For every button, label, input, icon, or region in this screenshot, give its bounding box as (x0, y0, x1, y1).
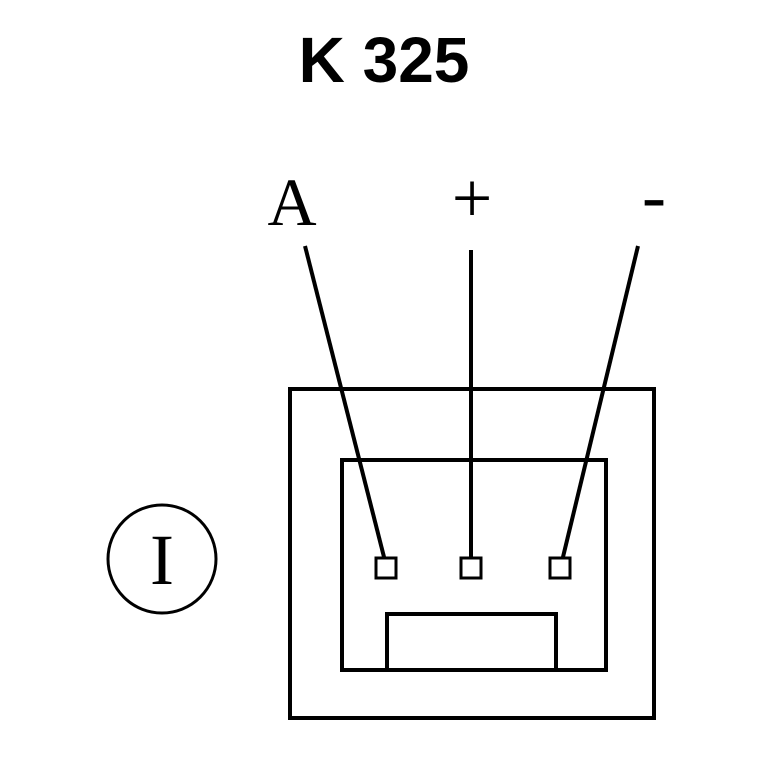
pin-terminal-a (374, 556, 398, 580)
pin-label-minus: - (642, 156, 666, 236)
pin-label-a: A (267, 164, 317, 240)
connector-title: K 325 (298, 24, 470, 96)
connector-key-tab (385, 612, 558, 672)
view-marker-label: I (150, 520, 174, 600)
view-marker-circle (106, 503, 218, 615)
leader-line-a (303, 245, 386, 558)
pin-terminal-minus (548, 556, 572, 580)
pin-label-plus: + (451, 158, 493, 238)
leader-line-minus (561, 245, 640, 558)
pin-terminal-plus (459, 556, 483, 580)
connector-inner-cavity (340, 458, 608, 672)
